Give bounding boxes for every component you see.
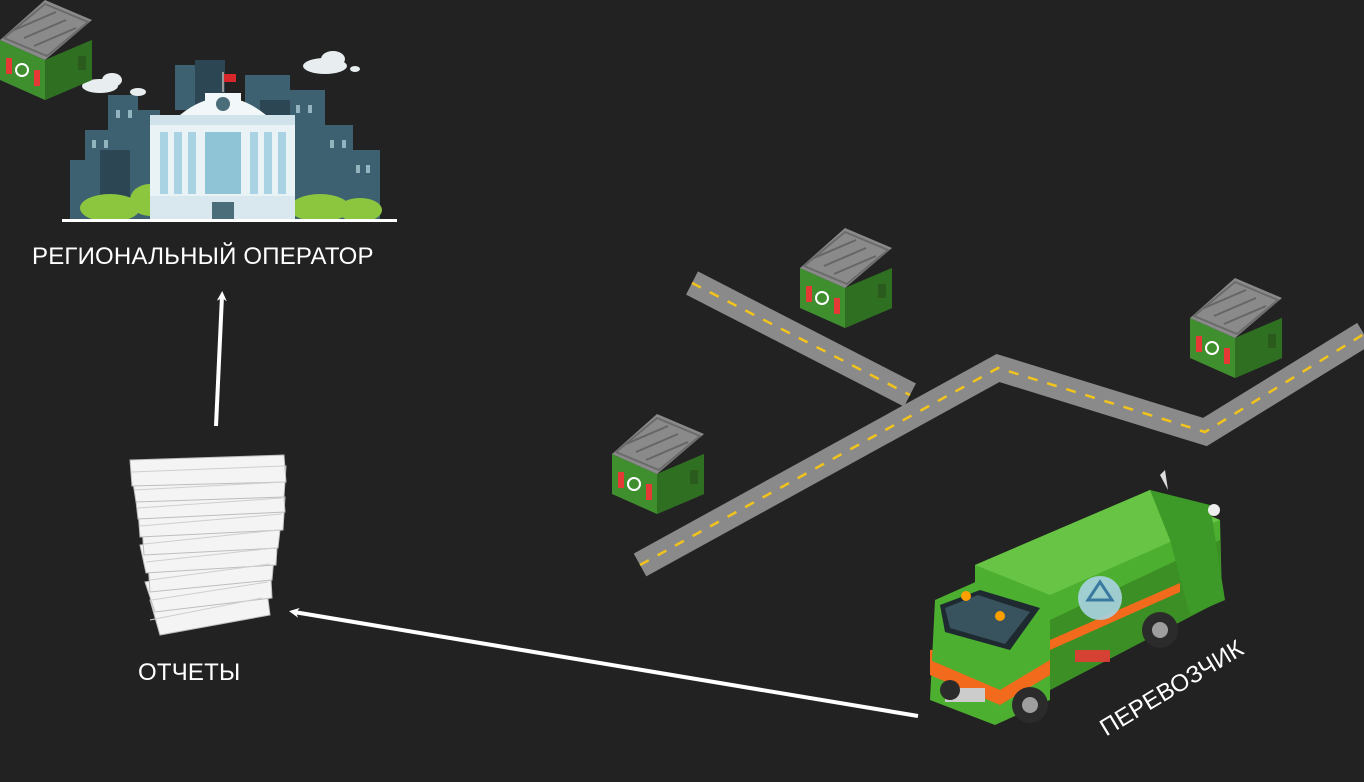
arrow-carrier-to-reports xyxy=(289,607,919,718)
reports-label: ОТЧЕТЫ xyxy=(138,659,241,686)
garbage-truck-icon xyxy=(930,470,1225,725)
document-stack-icon xyxy=(129,454,287,636)
road-icon xyxy=(633,271,1364,577)
arrow-reports-to-operator xyxy=(214,291,227,427)
dumpster-icon xyxy=(611,413,705,515)
dumpster-icon xyxy=(0,0,92,100)
regional-operator-label: РЕГИОНАЛЬНЫЙ ОПЕРАТОР xyxy=(32,243,374,270)
government-building-icon xyxy=(62,51,397,222)
dumpster-icon xyxy=(1189,277,1283,379)
dumpster-icon xyxy=(799,227,893,329)
